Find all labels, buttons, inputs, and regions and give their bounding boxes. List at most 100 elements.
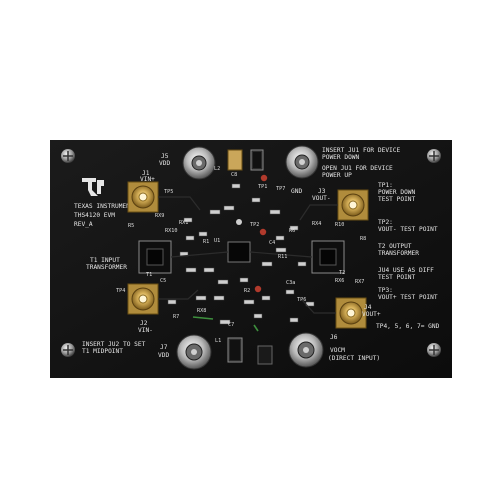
j3-label: VOUT- <box>312 195 331 202</box>
jumper-ju1[interactable] <box>250 149 264 171</box>
silkscreen-label: L2 <box>214 166 220 172</box>
silkscreen-label: POWER UP <box>322 172 352 179</box>
j7-refdes: J7 <box>160 344 168 351</box>
mounting-screw-icon <box>427 343 441 357</box>
silkscreen-label: R2 <box>244 288 250 294</box>
silkscreen-label: C5 <box>160 278 166 284</box>
j1-label: VIN+ <box>140 176 155 183</box>
silkscreen-notes: INSERT JU1 FOR DEVICE POWER DOWN OPEN JU… <box>82 147 440 355</box>
j6-refdes: J6 <box>330 334 338 341</box>
silkscreen-label: TRANSFORMER <box>378 250 419 257</box>
sma-connector-j2[interactable] <box>127 283 159 315</box>
header-ju4[interactable] <box>257 345 273 365</box>
silkscreen-label: INSERT JU1 FOR DEVICE <box>322 147 401 154</box>
silkscreen-label: OPEN JU1 FOR DEVICE <box>322 165 393 172</box>
sma-connector-j3[interactable] <box>337 189 369 221</box>
silkscreen-label: RX7 <box>355 279 364 285</box>
silkscreen-label: TP2 <box>250 222 259 228</box>
silkscreen-label: TRANSFORMER <box>86 264 127 271</box>
sma-connector-j1[interactable] <box>127 181 159 213</box>
silkscreen-label: L1 <box>215 338 221 344</box>
silkscreen-label: R6 <box>289 228 295 234</box>
silkscreen-label: R11 <box>278 254 287 260</box>
silkscreen-label: R10 <box>335 222 344 228</box>
j3-refdes: J3 <box>318 188 326 195</box>
silkscreen-label: T2 OUTPUT <box>378 243 412 250</box>
brand-text: TEXAS INSTRUMENTS <box>74 203 138 210</box>
silkscreen-label: TP4, 5, 6, 7= GND <box>376 323 440 330</box>
silkscreen-label: C7 <box>228 322 234 328</box>
silkscreen-label: T2 <box>339 270 345 276</box>
silkscreen-label: JU4 USE AS DIFF <box>378 267 434 274</box>
silkscreen-label: RX6 <box>335 278 344 284</box>
silkscreen-label: RX1 <box>179 220 188 226</box>
sma-connector-j4[interactable] <box>335 297 367 329</box>
gnd-label: GND <box>291 188 302 195</box>
jumper-wires <box>192 316 259 332</box>
j5-label: VDD <box>159 160 170 167</box>
revision-text: REV_A <box>74 221 93 228</box>
jack-gnd[interactable] <box>285 145 319 179</box>
j6-label: VOCM <box>330 347 345 354</box>
mounting-screw-icon <box>427 149 441 163</box>
jack-j6-vocm[interactable] <box>288 332 324 368</box>
silkscreen-label: R8 <box>360 236 366 242</box>
silkscreen-label: U1 <box>214 238 220 244</box>
pcb-board <box>50 140 452 378</box>
refdes-labels: RX9 R5 RX10 RX1 RX4 R10 R8 T1 T2 C5 RX6 … <box>116 166 366 344</box>
silkscreen-label: TP6 <box>297 297 306 303</box>
silkscreen-label: R1 <box>203 239 209 245</box>
silkscreen-label: POWER DOWN <box>378 189 416 196</box>
test-point-tp2[interactable] <box>259 228 267 236</box>
capacitor-c8 <box>227 149 243 171</box>
silkscreen-label: C8 <box>231 172 237 178</box>
test-point-tp1[interactable] <box>260 174 268 182</box>
silkscreen-label: RX8 <box>197 308 206 314</box>
silkscreen-label: R7 <box>173 314 179 320</box>
jumper-ju2[interactable] <box>227 337 243 363</box>
j2-label: VIN- <box>138 327 153 334</box>
silkscreen-label: TEST POINT <box>378 196 416 203</box>
transformer-t1 <box>138 240 172 274</box>
jack-j5-vdd[interactable] <box>182 146 216 180</box>
model-text: THS4120 EVM <box>74 212 115 219</box>
silkscreen-label: RX4 <box>312 221 321 227</box>
silkscreen-label: T1 INPUT <box>90 257 120 264</box>
traces <box>158 196 338 314</box>
silkscreen-label: TP3: <box>378 287 393 294</box>
silkscreen-label: RX10 <box>165 228 178 234</box>
j4-refdes: J4 <box>364 304 372 311</box>
silkscreen-label: VOUT- TEST POINT <box>378 226 438 233</box>
mounting-screw-icon <box>61 149 75 163</box>
jack-j7-vdd[interactable] <box>176 334 212 370</box>
silkscreen-label: T1 MIDPOINT <box>82 348 123 355</box>
j1-refdes: J1 <box>142 170 150 177</box>
silkscreen-label: INSERT JU2 TO SET <box>82 341 146 348</box>
silkscreen-label: TP4 <box>116 288 125 294</box>
silkscreen-label: R5 <box>128 223 134 229</box>
silkscreen-label: TP1 <box>258 184 267 190</box>
j2-refdes: J2 <box>140 320 148 327</box>
mounting-screw-icon <box>61 343 75 357</box>
silkscreen-label: TP2: <box>378 219 393 226</box>
silkscreen-label: RX9 <box>155 213 164 219</box>
silkscreen-label: POWER DOWN <box>322 154 360 161</box>
silkscreen-label: TP7 <box>276 186 285 192</box>
silkscreen-label: C4 <box>269 240 275 246</box>
j5-refdes: J5 <box>161 153 169 160</box>
j7-label: VDD <box>158 352 169 359</box>
smd-components <box>167 183 315 325</box>
silkscreen-label: T1 <box>146 272 152 278</box>
transformer-t2 <box>311 240 345 274</box>
silkscreen-label: TP5 <box>164 189 173 195</box>
ti-logo-icon <box>82 178 104 196</box>
silkscreen-label: C3a <box>286 280 295 286</box>
silkscreen-label: VOUT+ TEST POINT <box>378 294 438 301</box>
test-point-tp3[interactable] <box>254 285 262 293</box>
j4-label: VOUT+ <box>362 311 381 318</box>
silkscreen-label: TP1: <box>378 182 393 189</box>
test-point-silver[interactable] <box>236 219 242 225</box>
ic-u1 <box>227 241 251 263</box>
